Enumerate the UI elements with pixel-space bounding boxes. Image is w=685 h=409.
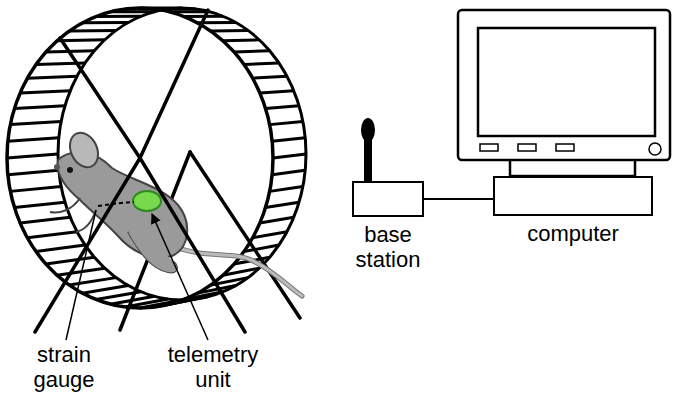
wheel-rung (211, 29, 248, 33)
wheel-rung (266, 106, 300, 109)
leader-line (152, 214, 208, 340)
wheel-rung (10, 186, 61, 191)
wheel-stand (35, 158, 245, 332)
wheel-rung (244, 63, 279, 65)
wheel-rung (266, 202, 300, 207)
wheel-rung (46, 257, 94, 264)
wheel-rung (14, 106, 64, 109)
mouse (50, 128, 302, 296)
monitor (458, 10, 670, 176)
antenna (361, 118, 375, 182)
wheel-rung (270, 186, 303, 191)
wheel-rung (7, 154, 58, 158)
wheel-rung (270, 122, 303, 125)
wheel-rung (260, 91, 294, 93)
wheel-rung (82, 21, 128, 24)
wheel-rung (234, 51, 270, 52)
part-label: telemetry unit (148, 343, 278, 392)
wheel-rung (27, 76, 77, 78)
wheel-rung (8, 170, 59, 174)
part-label: strain gauge (18, 343, 110, 392)
wheel-rung (69, 29, 116, 33)
base-station-box: base station (352, 181, 424, 217)
wheel-rung (272, 138, 305, 142)
wheel-rung (8, 138, 59, 142)
wheel-rung (273, 154, 306, 158)
wheel-rung (253, 76, 287, 78)
wheel-rung (260, 217, 294, 223)
wheel-rung (14, 202, 64, 207)
wheel-rung (223, 38, 259, 42)
telemetry-unit (133, 191, 161, 211)
wheel-rung (272, 170, 305, 174)
wheel-rung (69, 278, 116, 285)
wheel-rung (20, 217, 70, 223)
wheel-rung (10, 122, 61, 125)
wheel-rung (36, 245, 85, 251)
wheel-rung (27, 232, 77, 238)
wheel-rung (20, 91, 70, 93)
node-label: base station (332, 223, 444, 272)
wheel-rung (253, 232, 287, 238)
running-wheel (7, 8, 306, 308)
computer-box: computer (493, 176, 653, 216)
cable (424, 198, 493, 200)
wheel-rim (58, 8, 306, 300)
leader-line (66, 210, 96, 340)
node-label: computer (493, 222, 653, 247)
wheel-rung (82, 286, 128, 294)
